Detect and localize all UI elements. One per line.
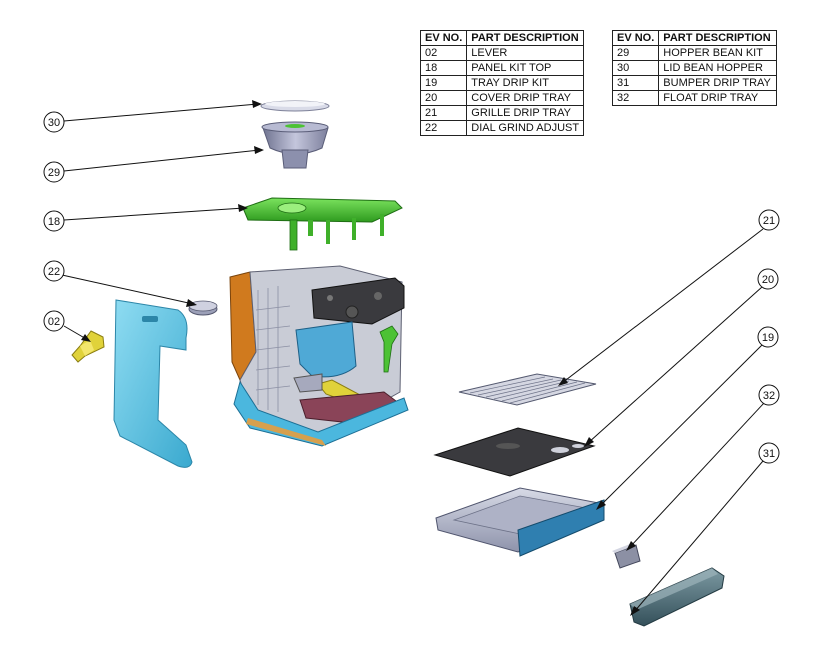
part-description-header: PART DESCRIPTION [466, 30, 585, 46]
callout-22-label: 22 [48, 266, 60, 278]
callout-02-label: 02 [48, 316, 60, 328]
lever-part [71, 330, 105, 363]
bumper-drip-tray-part [629, 567, 725, 627]
table-row: 31 BUMPER DRIP TRAY [611, 75, 778, 91]
part-description-cell: FLOAT DRIP TRAY [658, 90, 778, 106]
parts-table-right: EV NO. PART DESCRIPTION 29 HOPPER BEAN K… [611, 30, 778, 106]
callout-22: 22 [43, 260, 197, 307]
ev-no-cell: 18 [419, 60, 468, 76]
table-row: 30 LID BEAN HOPPER [611, 60, 778, 76]
ev-no-cell: 21 [419, 105, 468, 121]
callout-19-label: 19 [762, 332, 774, 344]
callout-30: 30 [43, 100, 262, 133]
ev-no-cell: 31 [611, 75, 660, 91]
grille-drip-tray-part [458, 373, 597, 406]
ev-no-cell: 02 [419, 45, 468, 61]
table-row: 19 TRAY DRIP KIT [419, 75, 585, 91]
callout-18: 18 [43, 204, 248, 232]
table-row: 02 LEVER [419, 45, 585, 61]
table-row: 20 COVER DRIP TRAY [419, 90, 585, 106]
part-description-cell: DIAL GRIND ADJUST [466, 120, 585, 136]
ev-no-header: EV NO. [611, 30, 660, 46]
table-row: 21 GRILLE DRIP TRAY [419, 105, 585, 121]
ev-no-cell: 30 [611, 60, 660, 76]
callout-32: 32 [626, 384, 780, 551]
ev-no-cell: 20 [419, 90, 468, 106]
ev-no-cell: 29 [611, 45, 660, 61]
panel-kit-top-part [242, 197, 403, 251]
table-row: 29 HOPPER BEAN KIT [611, 45, 778, 61]
callout-29: 29 [43, 146, 264, 183]
part-description-cell: HOPPER BEAN KIT [658, 45, 778, 61]
machine-body-part [229, 265, 409, 447]
hopper-bean-kit-part [261, 121, 329, 169]
float-drip-tray-part [612, 544, 641, 569]
dial-grind-adjust-part [188, 300, 218, 316]
table-row: 32 FLOAT DRIP TRAY [611, 90, 778, 106]
cover-drip-tray-part [433, 427, 596, 477]
lid-bean-hopper-part [260, 100, 330, 112]
callout-31-label: 31 [763, 448, 775, 460]
callout-32-label: 32 [763, 390, 775, 402]
callout-21: 21 [558, 209, 780, 386]
part-description-cell: LID BEAN HOPPER [658, 60, 778, 76]
part-description-cell: PANEL KIT TOP [466, 60, 585, 76]
ev-no-header: EV NO. [419, 30, 468, 46]
side-panel-part [113, 299, 193, 468]
callout-31: 31 [630, 442, 780, 616]
callout-20: 20 [584, 268, 779, 447]
ev-no-cell: 22 [419, 120, 468, 136]
part-description-cell: GRILLE DRIP TRAY [466, 105, 585, 121]
ev-no-cell: 19 [419, 75, 468, 91]
callout-02: 02 [43, 310, 91, 342]
parts-table-header: EV NO. PART DESCRIPTION [419, 30, 585, 46]
callout-19: 19 [596, 326, 779, 510]
callout-20-label: 20 [762, 274, 774, 286]
table-row: 18 PANEL KIT TOP [419, 60, 585, 76]
part-description-cell: LEVER [466, 45, 585, 61]
callout-30-label: 30 [48, 117, 60, 129]
tray-drip-kit-part [435, 487, 605, 557]
callout-18-label: 18 [48, 216, 60, 228]
part-description-cell: TRAY DRIP KIT [466, 75, 585, 91]
table-row: 22 DIAL GRIND ADJUST [419, 120, 585, 136]
part-description-header: PART DESCRIPTION [658, 30, 778, 46]
parts-table-header: EV NO. PART DESCRIPTION [611, 30, 778, 46]
parts-table-left: EV NO. PART DESCRIPTION 02 LEVER 18 PANE… [419, 30, 585, 136]
callout-21-label: 21 [763, 215, 775, 227]
ev-no-cell: 32 [611, 90, 660, 106]
callout-29-label: 29 [48, 167, 60, 179]
part-description-cell: COVER DRIP TRAY [466, 90, 585, 106]
part-description-cell: BUMPER DRIP TRAY [658, 75, 778, 91]
